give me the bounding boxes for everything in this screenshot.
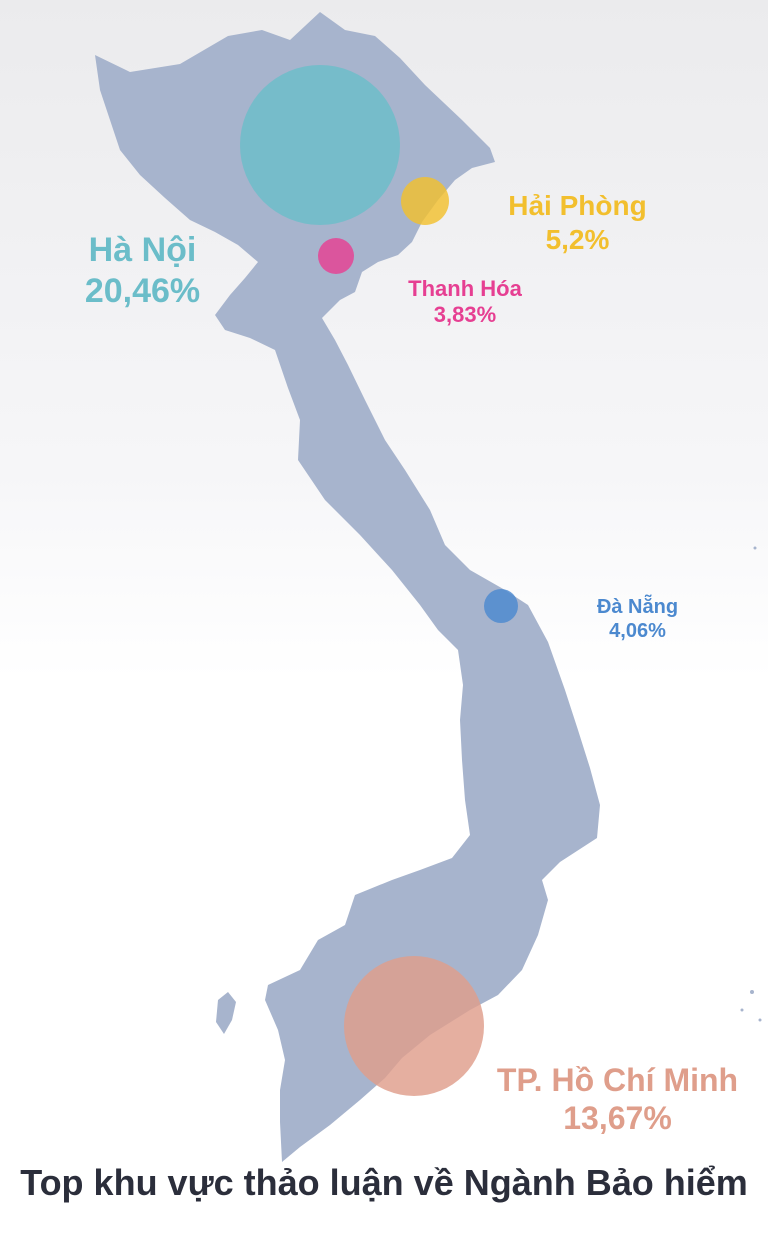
region-value: 5,2% [545, 223, 610, 255]
bubble-3 [318, 238, 354, 274]
island-dot [753, 546, 757, 550]
region-name: Thanh Hóa [408, 276, 522, 301]
bubble-4 [484, 589, 518, 623]
island-dot [750, 990, 754, 994]
vietnam-landmass [95, 12, 600, 1162]
page-title: Top khu vực thảo luận về Ngành Bảo hiểm [20, 1162, 748, 1203]
region-bubbles [240, 65, 518, 1096]
label-ho-chi-minh: TP. Hồ Chí Minh 13,67% [480, 1061, 755, 1138]
region-name: Hà Nội [88, 231, 197, 269]
island-dot [740, 1008, 744, 1012]
label-hai-phong: Hải Phòng 5,2% [485, 189, 670, 256]
island-phu-quoc [216, 992, 236, 1034]
region-value: 3,83% [433, 302, 497, 328]
region-name: Hải Phòng [508, 190, 647, 221]
label-da-nang: Đà Nẵng 4,06% [570, 595, 705, 643]
bubble-1 [240, 65, 400, 225]
bubble-5 [344, 956, 484, 1096]
region-value: 4,06% [609, 620, 666, 642]
region-name: Đà Nẵng [596, 596, 679, 618]
island-dot [758, 1018, 762, 1022]
region-name: TP. Hồ Chí Minh [496, 1062, 739, 1098]
region-value: 13,67% [563, 1100, 672, 1137]
region-value: 20,46% [84, 271, 201, 310]
label-thanh-hoa: Thanh Hóa 3,83% [385, 276, 545, 329]
bubble-2 [401, 177, 449, 225]
label-ha-noi: Hà Nội 20,46% [55, 230, 230, 312]
